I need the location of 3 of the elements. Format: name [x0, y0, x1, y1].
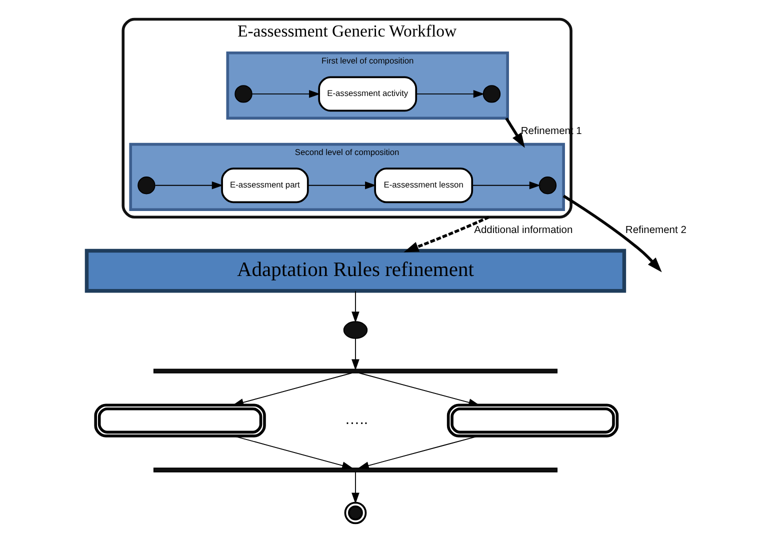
edge-label: Additional information [474, 224, 573, 236]
label: ….. [344, 411, 368, 428]
edge-label: Refinement 2 [625, 224, 686, 236]
